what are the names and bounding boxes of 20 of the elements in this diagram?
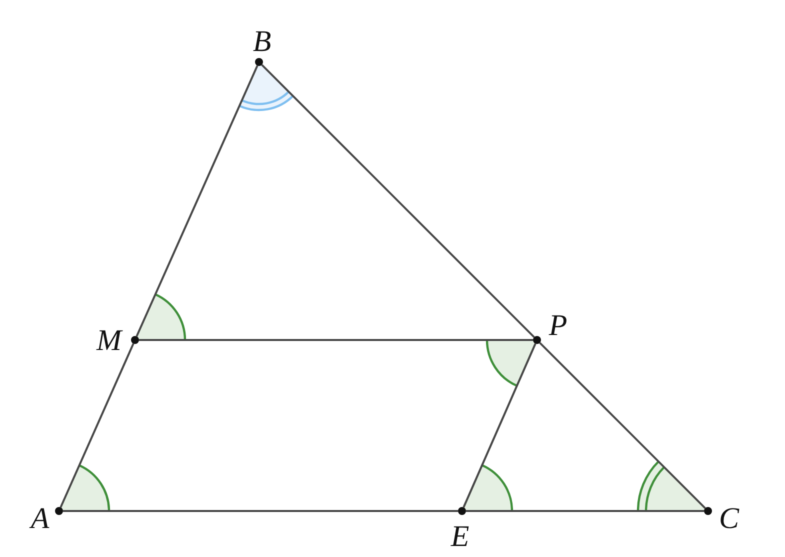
point-dot [131,336,139,344]
point-label: M [96,326,122,356]
line-segment [136,65,258,337]
point-label: A [30,504,50,534]
line-segment [539,342,706,509]
point-label: E [450,522,470,552]
point-label: B [252,27,272,57]
point-label: P [548,311,568,341]
line-segment [462,343,536,508]
point-dot [255,58,263,66]
point-dot [704,507,712,515]
line-segment [261,64,535,338]
point-dot [55,507,63,515]
line-segment [63,510,458,512]
line-segment [139,339,533,341]
point-dot [458,507,466,515]
point-dot [533,336,541,344]
line-segment [466,510,704,512]
line-segment [60,343,134,508]
point-label: C [719,504,739,534]
